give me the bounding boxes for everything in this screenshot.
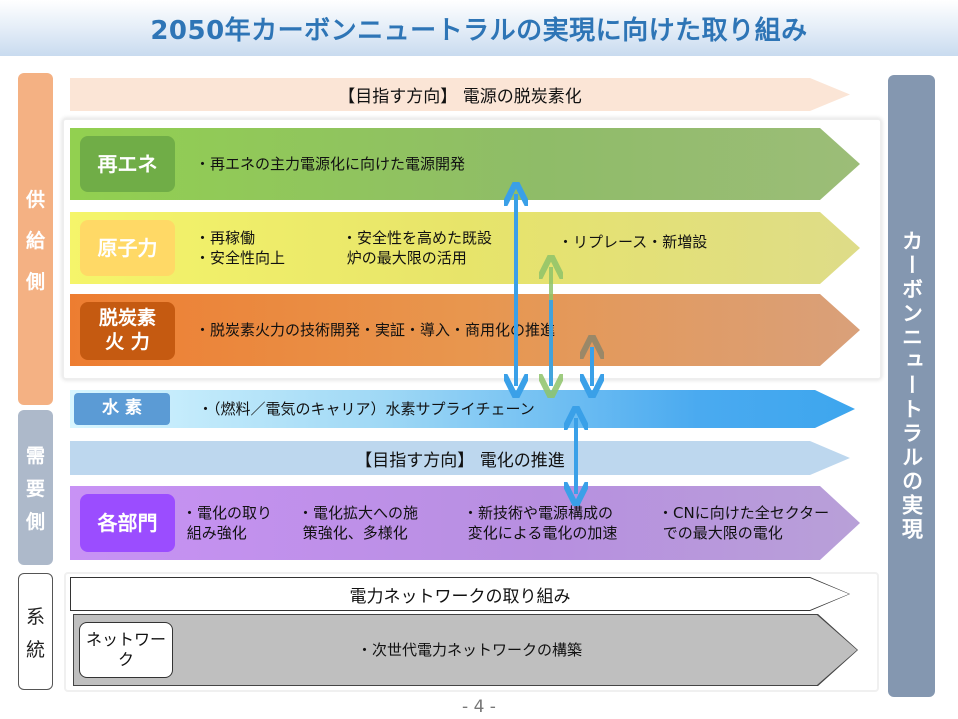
label-char: 側 (25, 511, 45, 533)
label-char: 側 (25, 270, 45, 293)
slide-title: 2050年カーボンニュートラルの実現に向けた取り組み (0, 0, 958, 56)
supply-direction-arrow: 【目指す方向】 電源の脱炭素化 (70, 78, 850, 111)
nuclear-row: 原子力 ・再稼働 ・安全性向上 ・安全性を高めた既設 炉の最大限の活用 ・リプレ… (70, 212, 860, 284)
grid-side-label: 系 統 (18, 573, 53, 690)
nuclear-item: ・再稼働 ・安全性向上 (195, 228, 286, 267)
departments-item: ・電化の取り 組み強化 (182, 503, 273, 542)
thermal-row: 脱炭素 火 力 ・脱炭素火力の技術開発・実証・導入・商用化の推進 (70, 294, 860, 366)
label-char: 統 (25, 638, 45, 661)
network-row: ネットワーク ・次世代電力ネットワークの構築 (74, 615, 857, 685)
page-number: - 4 - (462, 697, 496, 717)
network-container (64, 572, 879, 692)
demand-direction-arrow: 【目指す方向】 電化の推進 (70, 441, 850, 475)
supply-side-label: 供 給 側 (18, 73, 53, 405)
departments-label: 各部門 (80, 494, 175, 552)
departments-item: ・電化拡大への施 策強化、多様化 (298, 503, 419, 542)
renewable-label: 再エネ (80, 136, 175, 192)
label-char: 系 (25, 605, 45, 628)
departments-item: ・CNに向けた全セクター での最大限の電化 (658, 503, 830, 542)
network-label: ネットワーク (79, 622, 173, 678)
carbon-neutral-goal-label: カーボンニュートラルの実現 (888, 75, 935, 697)
demand-side-label: 需 要 側 (18, 410, 53, 565)
renewable-item: ・再エネの主力電源化に向けた電源開発 (195, 154, 466, 173)
nuclear-item: ・安全性を高めた既設 炉の最大限の活用 (342, 228, 493, 267)
network-item: ・次世代電力ネットワークの構築 (357, 640, 583, 659)
renewable-row: 再エネ ・再エネの主力電源化に向けた電源開発 (70, 128, 860, 200)
hydrogen-label: 水 素 (74, 393, 170, 425)
label-char: 要 (25, 478, 45, 500)
nuclear-label: 原子力 (80, 220, 175, 276)
departments-item: ・新技術や電源構成の 変化による電化の加速 (463, 503, 618, 542)
hydrogen-item: ・（燃料／電気のキャリア）水素サプライチェーン (198, 399, 535, 418)
supply-container (62, 118, 882, 380)
thermal-label: 脱炭素 火 力 (80, 302, 175, 360)
network-heading-arrow: 電力ネットワークの取り組み (71, 578, 849, 610)
label-char: 給 (25, 229, 45, 252)
departments-row: 各部門 ・電化の取り 組み強化 ・電化拡大への施 策強化、多様化 ・新技術や電源… (70, 486, 860, 560)
label-char: 供 (25, 188, 45, 211)
nuclear-item: ・リプレース・新増設 (558, 233, 708, 251)
thermal-item: ・脱炭素火力の技術開発・実証・導入・商用化の推進 (195, 320, 556, 339)
label-char: 需 (25, 445, 45, 467)
hydrogen-row: 水 素 ・（燃料／電気のキャリア）水素サプライチェーン (70, 390, 855, 428)
